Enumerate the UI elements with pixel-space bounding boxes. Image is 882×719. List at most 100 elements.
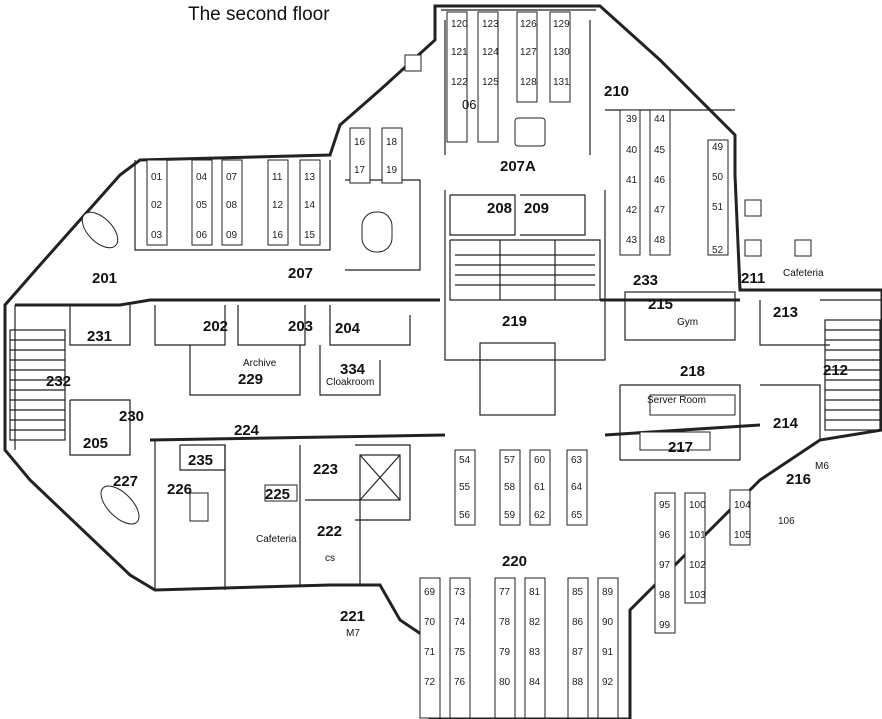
desk-label: 97 xyxy=(659,560,671,571)
desk-label: 55 xyxy=(459,482,471,493)
desk-label: 80 xyxy=(499,677,511,688)
desk-label: 122 xyxy=(451,77,468,88)
desk-clusters xyxy=(146,11,751,719)
room-203: 203 xyxy=(288,318,313,335)
label-cs: cs xyxy=(325,553,335,564)
desk-label: 131 xyxy=(553,77,570,88)
desk-label: 88 xyxy=(572,677,584,688)
desk-label: 76 xyxy=(454,677,466,688)
room-labels: 201 202 203 204 205 207 207A 208 209 210… xyxy=(46,83,848,625)
desk-label: 19 xyxy=(386,165,398,176)
desk-label: 100 xyxy=(689,500,706,511)
desk-label: 52 xyxy=(712,245,724,256)
desk-label: 103 xyxy=(689,590,706,601)
room-211: 211 xyxy=(741,270,765,287)
stairs-right xyxy=(824,319,881,431)
room-217: 217 xyxy=(668,439,693,456)
desk-label: 105 xyxy=(734,530,751,541)
desk-label: 12 xyxy=(272,200,284,211)
desk-label: 05 xyxy=(196,200,208,211)
desk-label: 91 xyxy=(602,647,614,658)
desk-label: 08 xyxy=(226,200,238,211)
desk-label: 101 xyxy=(689,530,706,541)
desk-label: 01 xyxy=(151,172,163,183)
label-cafeteria-left: Cafeteria xyxy=(256,534,297,545)
desk-label: 02 xyxy=(151,200,163,211)
desk-label: 98 xyxy=(659,590,671,601)
desk-label: 78 xyxy=(499,617,511,628)
desk-label: 79 xyxy=(499,647,511,658)
desk-label: 123 xyxy=(482,19,499,30)
stairs-center xyxy=(455,240,595,300)
room-215: 215 xyxy=(648,296,673,313)
desk-label: 14 xyxy=(304,200,316,211)
room-216: 216 xyxy=(786,471,811,488)
desk-label: 125 xyxy=(482,77,499,88)
desk-label: 106 xyxy=(778,516,795,527)
desk-label: 18 xyxy=(386,137,398,148)
desk-label: 04 xyxy=(196,172,208,183)
desk-label: 09 xyxy=(226,230,238,241)
desk-label: 82 xyxy=(529,617,541,628)
desk-label: 72 xyxy=(424,677,436,688)
desk-label: 51 xyxy=(712,202,724,213)
meeting-tables xyxy=(81,54,812,525)
desk-label: 16 xyxy=(272,230,284,241)
desk-label: 129 xyxy=(553,19,570,30)
desk-label: 50 xyxy=(712,172,724,183)
room-207a: 207A xyxy=(500,158,536,175)
room-231: 231 xyxy=(87,328,112,345)
room-222: 222 xyxy=(317,523,342,540)
desk-label: 104 xyxy=(734,500,751,511)
desk-label: 126 xyxy=(520,19,537,30)
desk-label: 59 xyxy=(504,510,516,521)
desk-label: 90 xyxy=(602,617,614,628)
desk-label: 07 xyxy=(226,172,238,183)
desk-labels: 120 121 122 123 124 125 126 127 128 129 … xyxy=(151,19,795,688)
desk-label: 99 xyxy=(659,620,671,631)
desk-label: 73 xyxy=(454,587,466,598)
desk-label: 75 xyxy=(454,647,466,658)
desk-label: 40 xyxy=(626,145,638,156)
room-207: 207 xyxy=(288,265,313,282)
room-202: 202 xyxy=(203,318,228,335)
desk-label: 74 xyxy=(454,617,466,628)
desk-label: 102 xyxy=(689,560,706,571)
plan-title: The second floor xyxy=(188,4,330,25)
room-225: 225 xyxy=(265,486,290,503)
desk-label: 77 xyxy=(499,587,511,598)
desk-label: 13 xyxy=(304,172,316,183)
desk-label: 96 xyxy=(659,530,671,541)
desk-label: 63 xyxy=(571,455,583,466)
room-208: 208 xyxy=(487,200,512,217)
room-229: 229 xyxy=(238,371,263,388)
room-219: 219 xyxy=(502,313,527,330)
room-201: 201 xyxy=(92,270,117,287)
label-desk-06: 06 xyxy=(462,97,476,112)
label-archive: Archive xyxy=(243,358,277,369)
outer-walls xyxy=(3,4,882,719)
room-220: 220 xyxy=(502,553,527,570)
room-209: 209 xyxy=(524,200,549,217)
desk-label: 87 xyxy=(572,647,584,658)
desk-label: 54 xyxy=(459,455,471,466)
desk-label: 06 xyxy=(196,230,208,241)
room-227: 227 xyxy=(113,473,138,490)
label-gym: Gym xyxy=(677,317,698,328)
room-235: 235 xyxy=(188,452,213,469)
room-218: 218 xyxy=(680,363,705,380)
desk-label: 39 xyxy=(626,114,638,125)
room-221: 221 xyxy=(340,608,365,625)
label-cafeteria-right: Cafeteria xyxy=(783,268,824,279)
desk-label: 43 xyxy=(626,235,638,246)
label-m6: M6 xyxy=(815,461,829,472)
desk-label: 127 xyxy=(520,47,537,58)
desk-label: 44 xyxy=(654,114,666,125)
desk-label: 64 xyxy=(571,482,583,493)
desk-label: 17 xyxy=(354,165,366,176)
desk-label: 16 xyxy=(354,137,366,148)
desk-label: 56 xyxy=(459,510,471,521)
sub-labels: Gym Archive Cloakroom Server Room Cafete… xyxy=(243,97,829,639)
desk-label: 71 xyxy=(424,647,436,658)
